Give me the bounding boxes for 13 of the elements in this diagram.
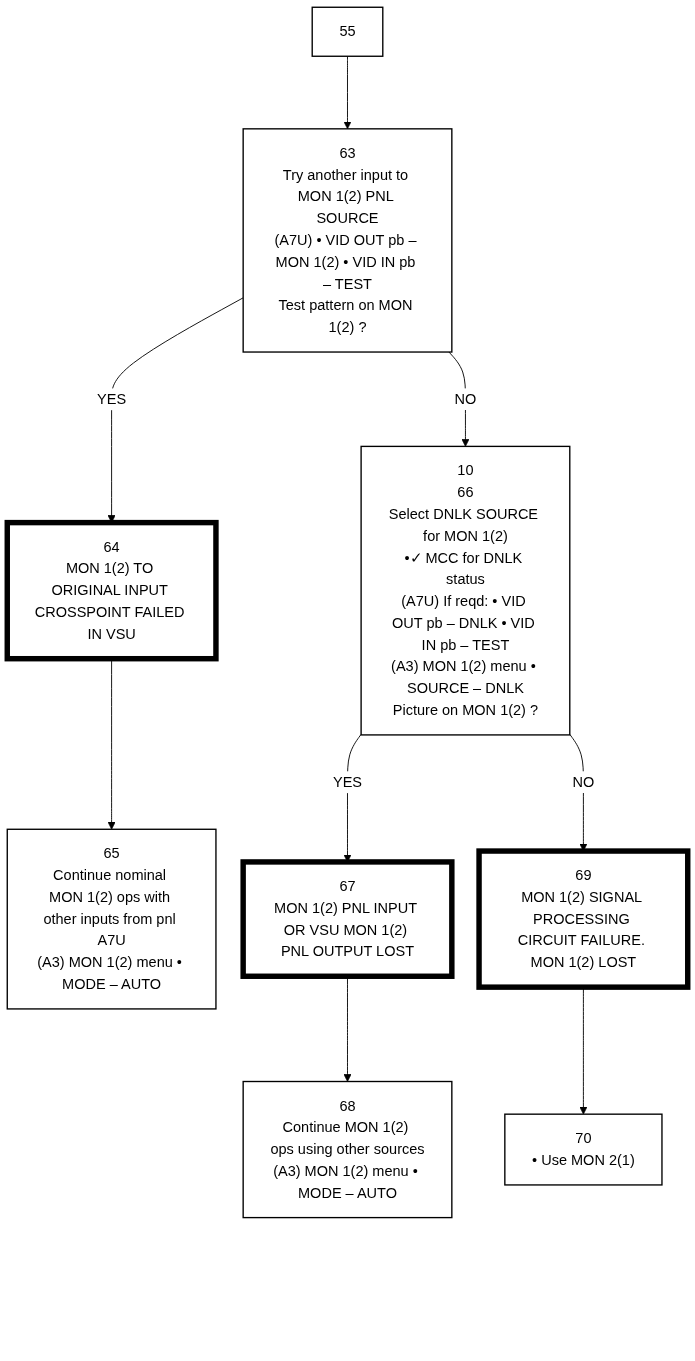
- node-box: 10 66 Select DNLK SOURCE for MON 1(2) •✓ MCC for DNLK status (A7U) If reqd: • VID OUT pb – DNLK • VID IN pb – TEST (A3) MON 1(2) menu • SOURCE – DNLK Picture on MON 1(2) ?: [360, 445, 571, 736]
- node-box: 55: [311, 6, 384, 57]
- node-box: 63 Try another input to MON 1(2) PNL SOURCE (A7U) • VID OUT pb – MON 1(2) • VID IN pb – TEST Test pattern on MON 1(2) ?: [242, 128, 453, 353]
- node-box: 67 MON 1(2) PNL INPUT OR VSU MON 1(2) PNL OUTPUT LOST: [240, 859, 455, 979]
- edge-label: YES: [332, 773, 363, 790]
- edge-label: NO: [572, 773, 595, 790]
- node-box: 70 • Use MON 2(1): [504, 1113, 663, 1186]
- node-box: 65 Continue nominal MON 1(2) ops with other inputs from pnl A7U (A3) MON 1(2) menu • MODE – AUTO: [6, 828, 217, 1010]
- node-box: 64 MON 1(2) TO ORIGINAL INPUT CROSSPOINT FAILED IN VSU: [4, 519, 219, 662]
- edge-label: YES: [97, 391, 127, 407]
- node-box: 69 MON 1(2) SIGNAL PROCESSING CIRCUIT FAILURE. MON 1(2) LOST: [476, 848, 691, 990]
- node-box: 68 Continue MON 1(2) ops using other sources (A3) MON 1(2) menu • MODE – AUTO: [242, 1080, 453, 1219]
- edge-label: NO: [454, 391, 477, 407]
